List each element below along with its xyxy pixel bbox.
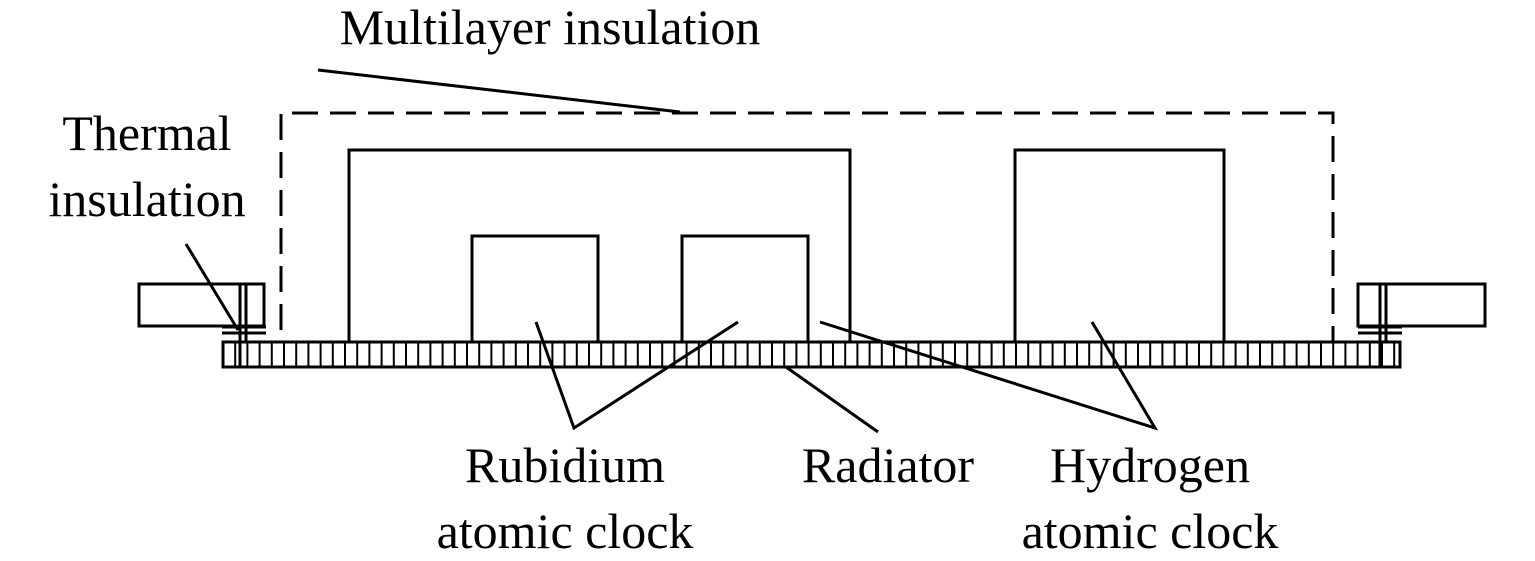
label-rubidium-line2: atomic clock [437, 503, 694, 559]
leader-multilayer-insulation [317, 68, 681, 114]
rubidium-clock-2 [680, 234, 810, 344]
label-multilayer-insulation: Multilayer insulation [340, 0, 761, 55]
label-thermal-insulation-line1: Thermal [62, 105, 231, 161]
leader-radiator [785, 365, 879, 434]
leader-rubidium-clocks [534, 320, 739, 431]
radiator-plate [221, 340, 1402, 369]
left-mounting-bracket [137, 282, 266, 328]
leader-thermal-insulation [184, 243, 240, 331]
multilayer-insulation-envelope [279, 111, 1335, 342]
hydrogen-clock [1013, 148, 1226, 344]
label-hydrogen-line1: Hydrogen [1050, 437, 1250, 493]
rubidium-clock-1 [470, 234, 600, 344]
label-radiator: Radiator [802, 437, 975, 493]
label-thermal-insulation-line2: insulation [48, 171, 245, 227]
left-thermal-insulation-bolt [222, 284, 266, 368]
right-mounting-bracket [1356, 282, 1487, 328]
leader-hydrogen-clocks [819, 320, 1159, 431]
label-rubidium-line1: Rubidium [465, 437, 665, 493]
label-hydrogen-line2: atomic clock [1022, 503, 1279, 559]
right-thermal-insulation-bolt [1358, 284, 1402, 368]
radiator-ribs [234, 342, 1396, 367]
